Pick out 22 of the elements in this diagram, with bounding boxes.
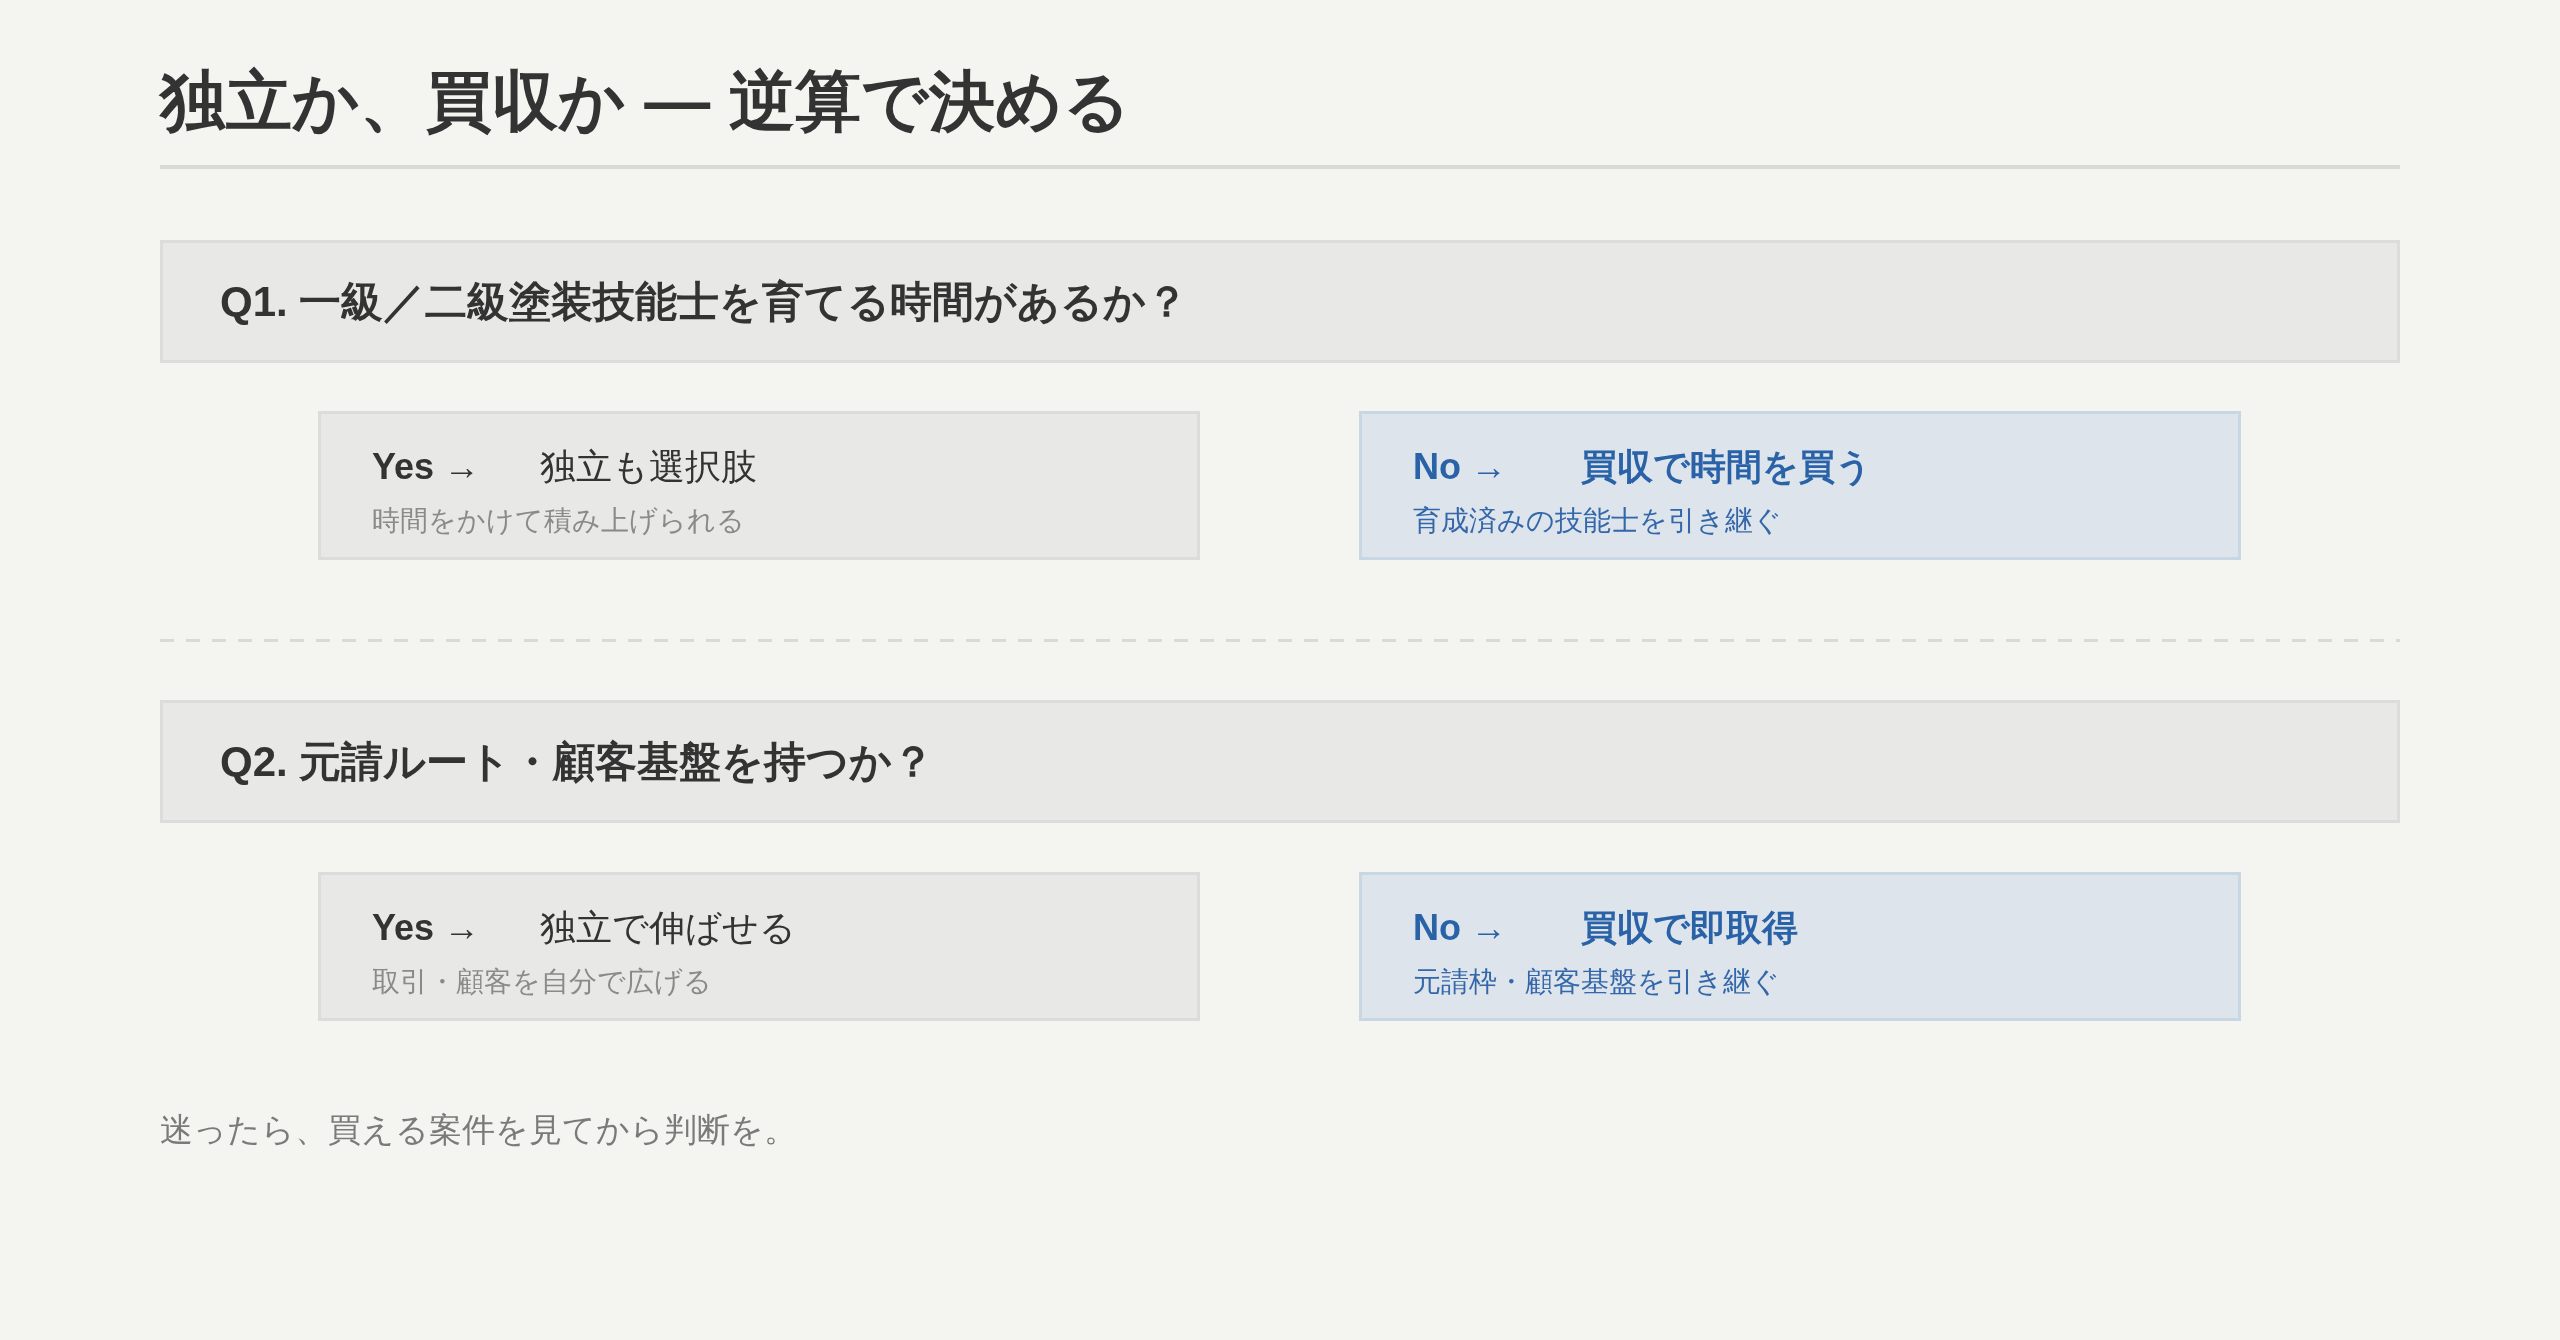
question-panel [160,700,2400,823]
answer-label: Yes → [372,906,481,950]
outcome-heading: 独立で伸ばせる [540,906,796,950]
outcome-heading: 独立も選択肢 [540,445,757,489]
answer-label: No → [1413,906,1507,950]
title: 独立か、買収か — 逆算で決める [160,63,1131,140]
outcome-heading: 買収で時間を買う [1581,445,1872,489]
answer-label: No → [1413,445,1507,489]
outcome-heading: 買収で即取得 [1581,906,1798,950]
outcome-note: 時間をかけて積み上げられる [372,504,745,538]
outcome-note: 育成済みの技能士を引き継ぐ [1413,504,1782,538]
question-panel [160,240,2400,363]
outcome-card [318,411,1200,560]
question-text: Q2. 元請ルート・顧客基盤を持つか？ [220,736,935,787]
answer-label: Yes → [372,445,481,489]
question-text: Q1. 一級／二級塗装技能士を育てる時間があるか？ [220,276,1189,327]
outcome-note: 取引・顧客を自分で広げる [372,965,712,999]
outcome-card [318,872,1200,1021]
outcome-card [1359,872,2241,1021]
note-text: 迷ったら、買える案件を見てから判断を。 [160,1110,797,1150]
outcome-card [1359,411,2241,560]
outcome-note: 元請枠・顧客基盤を引き継ぐ [1413,965,1780,999]
